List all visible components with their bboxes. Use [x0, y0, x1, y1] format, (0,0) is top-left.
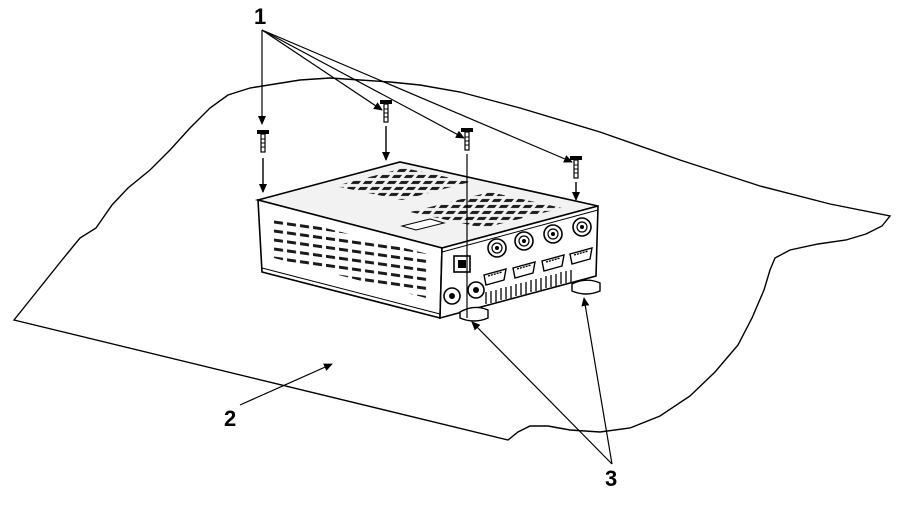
side-bottom-lip [261, 267, 441, 315]
rubber-foot [571, 279, 601, 295]
db-connector [483, 268, 507, 286]
callout-2-leader [239, 363, 333, 406]
callout-1-leader [261, 29, 465, 139]
callout-1-leader [261, 29, 573, 163]
top-logo-plate [400, 218, 446, 231]
callout-3-leader [471, 321, 613, 465]
square-connector [453, 255, 471, 273]
callout-label-feet: 3 [605, 466, 618, 491]
callout-label-screws: 1 [254, 4, 267, 29]
callout-label-surface: 2 [224, 406, 237, 431]
callout-1-leader [261, 29, 383, 111]
round-connector [543, 224, 563, 244]
db-connector [512, 261, 536, 279]
xlr-connector [443, 287, 461, 305]
top-vent-left [335, 168, 470, 200]
round-connector [487, 238, 507, 258]
screw [380, 100, 392, 123]
side-vent [274, 215, 428, 298]
callout-3-leader [581, 297, 613, 465]
db-connector [569, 247, 593, 265]
top-vent-right [410, 192, 562, 228]
rubber-foot [459, 306, 489, 322]
db-connector [541, 254, 565, 272]
round-connector [572, 217, 592, 237]
screw [461, 128, 473, 151]
screw [257, 130, 269, 153]
round-connector [514, 231, 534, 251]
front-grille [485, 270, 572, 304]
front-top-edge [441, 209, 599, 253]
screw [570, 156, 582, 179]
xlr-connector [467, 281, 485, 299]
